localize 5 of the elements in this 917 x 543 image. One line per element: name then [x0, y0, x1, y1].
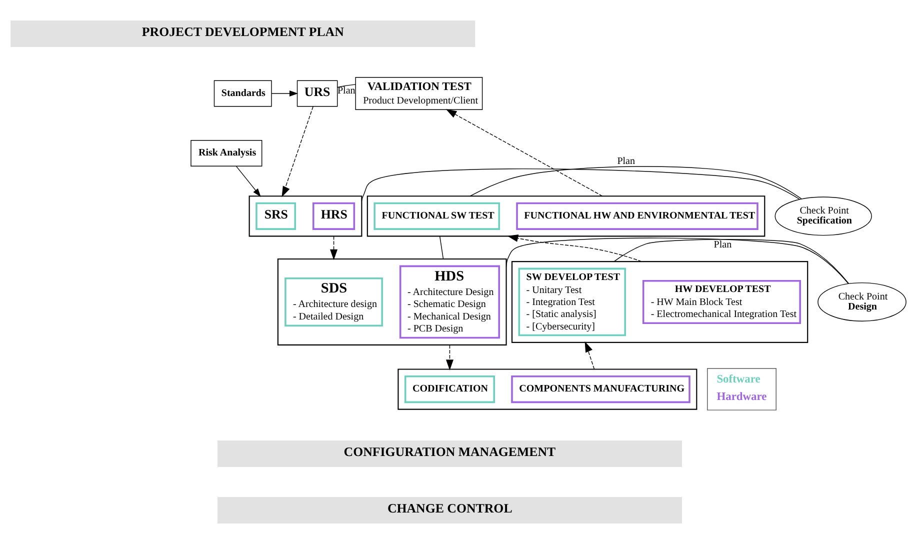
legend-label: Hardware — [716, 390, 767, 402]
edge-label: Plan — [337, 85, 356, 96]
edge-label: Plan — [714, 238, 732, 250]
legend-label: Software — [716, 373, 760, 386]
edge-label: Plan — [617, 155, 636, 166]
